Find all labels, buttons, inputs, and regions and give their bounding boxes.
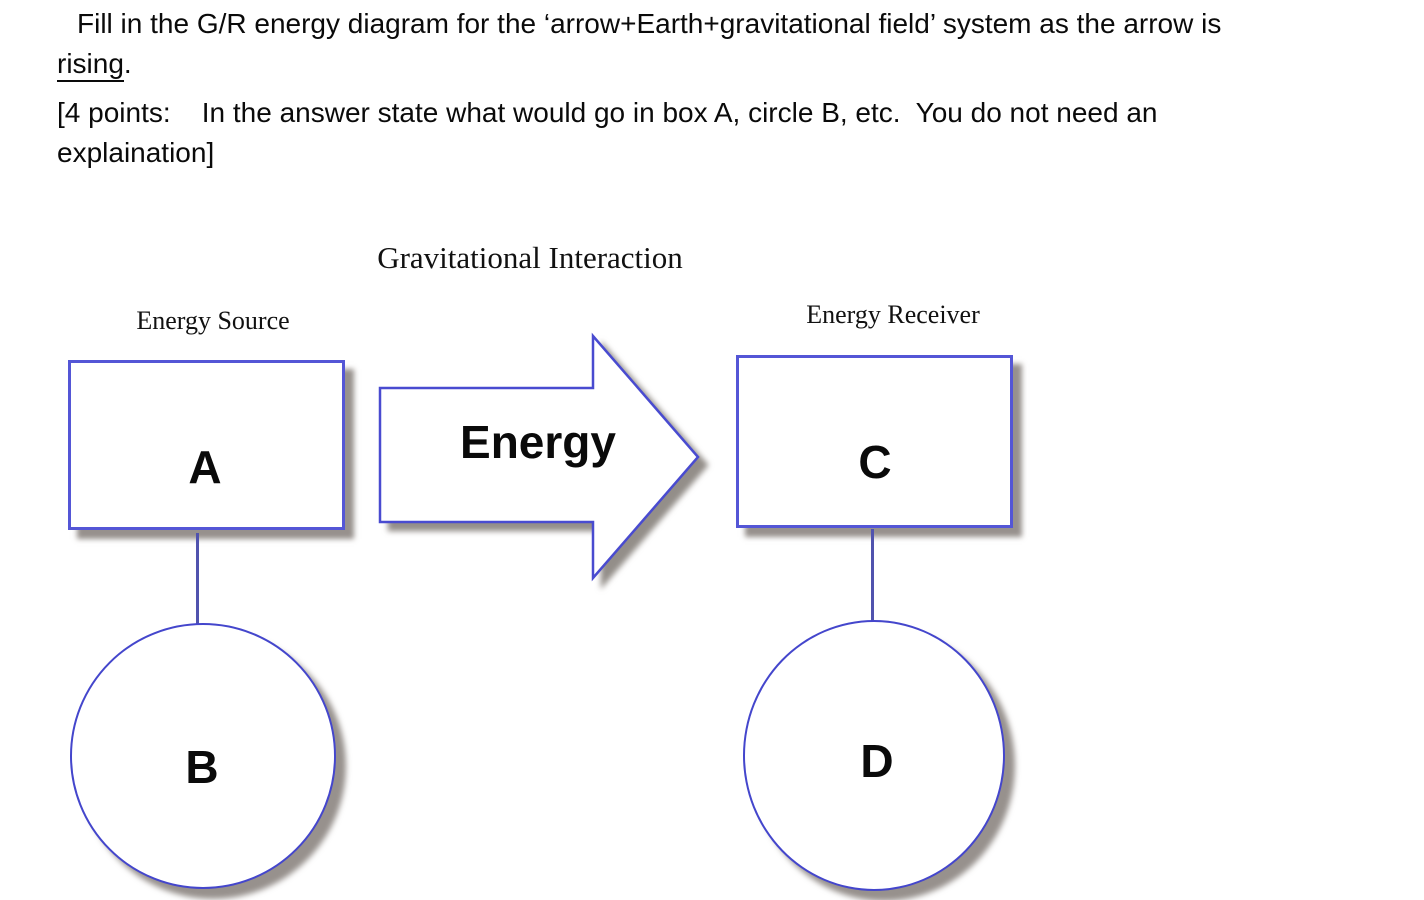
energy-source-box — [68, 360, 345, 530]
circle-b-letter: B — [185, 741, 219, 793]
question-period: . — [123, 48, 132, 79]
energy-receiver-circle — [743, 620, 1005, 891]
diagram-title: Gravitational Interaction — [377, 240, 683, 275]
points-line2: explaination] — [57, 137, 215, 168]
energy-source-circle — [70, 623, 336, 889]
points-line1: [4 points: In the answer state what woul… — [57, 97, 1158, 128]
underlined-word: rising — [57, 48, 124, 82]
energy-arrow-icon — [378, 332, 700, 582]
box-a-letter: A — [188, 441, 222, 493]
energy-arrow-label: Energy — [460, 416, 616, 468]
circle-d-letter: D — [860, 735, 894, 787]
question-line1: Fill in the G/R energy diagram for the ‘… — [77, 8, 1222, 39]
energy-receiver-box — [736, 355, 1013, 528]
energy-source-label: Energy Source — [136, 306, 290, 335]
points-note: [4 points: In the answer state what woul… — [57, 93, 1407, 173]
energy-receiver-label: Energy Receiver — [806, 300, 980, 329]
question-text: Fill in the G/R energy diagram for the ‘… — [57, 4, 1407, 84]
receiver-connector-line — [871, 529, 874, 621]
box-c-letter: C — [858, 436, 892, 488]
source-connector-line — [196, 533, 199, 624]
